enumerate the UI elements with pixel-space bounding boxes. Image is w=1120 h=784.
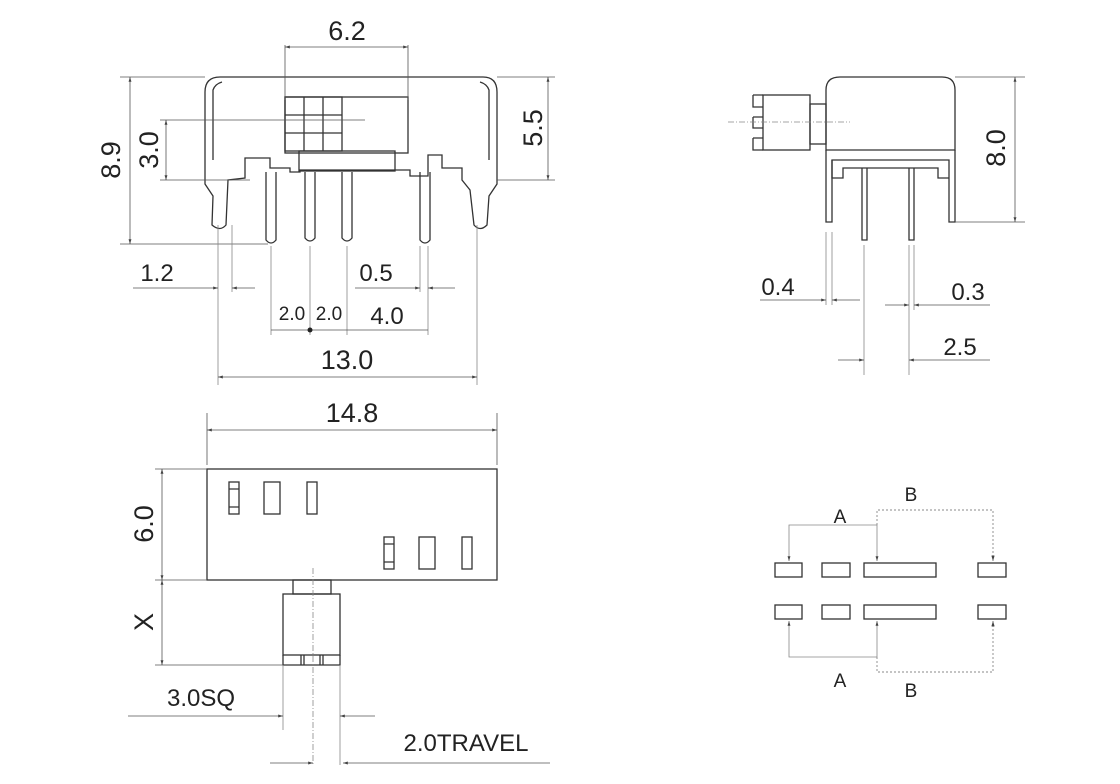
- bottom-body: [206, 468, 498, 581]
- pins: [265, 172, 431, 244]
- front-housing-outline: [204, 76, 498, 230]
- side-view: 8.0 0.4 0.3 2.5: [728, 76, 1025, 375]
- dim-total-height: 8.9: [96, 141, 126, 179]
- slots: [228, 481, 473, 570]
- side-body: [825, 76, 956, 151]
- dim-length: 14.8: [326, 398, 379, 428]
- dim-tab-thickness: 0.4: [761, 274, 794, 301]
- side-actuator: [762, 94, 811, 151]
- label-a-bottom: A: [834, 671, 847, 692]
- label-a-top: A: [834, 507, 847, 528]
- dim-actuator-height: 3.0: [134, 131, 164, 169]
- side-actuator-neck: [809, 103, 827, 145]
- dim-pitch-2: 2.0: [316, 304, 342, 325]
- dim-pitch-1: 2.0: [279, 304, 305, 325]
- label-b-top: B: [905, 485, 918, 506]
- actuator-stem: [292, 579, 332, 595]
- front-view: 6.2 8.9 3.0 5.5 1.2 0.5 2.0 2.0 4.0 13.0: [96, 16, 555, 385]
- dim-pin-width: 0.5: [359, 260, 392, 287]
- dim-tab-span: 13.0: [321, 345, 374, 375]
- dim-pitch-3: 4.0: [370, 303, 403, 330]
- label-b-bottom: B: [905, 681, 918, 702]
- circuit-schematic: A B A B: [774, 485, 1007, 702]
- actuator-knob: [282, 593, 341, 656]
- dim-body-height: 5.5: [518, 109, 548, 147]
- dim-actuator-size: 3.0SQ: [167, 685, 235, 712]
- actuator-grip: [284, 96, 343, 152]
- dim-width: 6.0: [129, 505, 159, 543]
- dim-travel: 2.0TRAVEL: [404, 730, 529, 757]
- dim-side-height: 8.0: [981, 129, 1011, 167]
- dim-tab-width: 1.2: [140, 260, 173, 287]
- dim-pin-thickness: 0.3: [951, 279, 984, 306]
- dim-pin-row-spacing: 2.5: [943, 334, 976, 361]
- dim-top-width: 6.2: [328, 16, 366, 46]
- dim-actuator-length: X: [129, 613, 159, 631]
- bottom-view: 14.8 6.0 X 3.0SQ 2.0TRAVEL: [128, 398, 550, 765]
